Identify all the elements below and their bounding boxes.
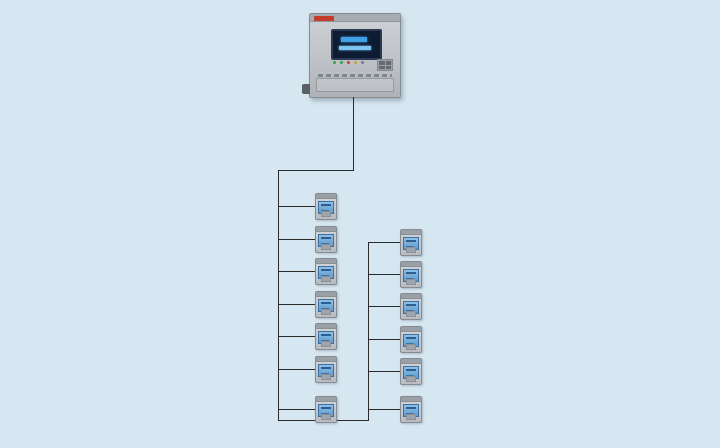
gas-detector-right-4 — [400, 326, 422, 353]
wire-segment — [369, 306, 400, 307]
detector-foot — [321, 414, 331, 420]
wire-segment — [369, 242, 400, 243]
detector-cap — [401, 359, 421, 364]
gas-detector-left-7 — [315, 396, 337, 423]
key-icon — [385, 65, 391, 69]
gas-detector-right-2 — [400, 261, 422, 288]
gas-detector-left-5 — [315, 323, 337, 350]
detector-foot — [321, 211, 331, 217]
wire-segment — [278, 170, 279, 421]
detector-cap — [316, 292, 336, 297]
wire-segment — [279, 304, 315, 305]
led-fault-icon — [354, 61, 357, 64]
key-icon — [379, 65, 385, 69]
detector-cap — [316, 397, 336, 402]
detector-foot — [321, 341, 331, 347]
lower-panel — [316, 78, 394, 92]
wire-segment — [368, 242, 369, 421]
detector-cap — [316, 194, 336, 199]
wire-segment — [279, 336, 315, 337]
wire-segment — [278, 170, 354, 171]
key-icon — [379, 61, 385, 65]
gas-detector-left-6 — [315, 356, 337, 383]
lcd-digits-row1 — [341, 37, 367, 42]
lcd-digits-row2 — [339, 46, 371, 50]
key-icon — [385, 61, 391, 65]
detector-foot — [406, 279, 416, 285]
detector-foot — [406, 311, 416, 317]
detector-foot — [321, 276, 331, 282]
lcd-display — [331, 29, 382, 60]
detector-screen — [403, 237, 419, 250]
gas-detector-left-1 — [315, 193, 337, 220]
wire-segment — [279, 271, 315, 272]
detector-cap — [401, 397, 421, 402]
detector-foot — [406, 247, 416, 253]
detector-foot — [406, 376, 416, 382]
gas-detector-right-1 — [400, 229, 422, 256]
led-mute-icon — [361, 61, 364, 64]
led-power-icon — [333, 61, 336, 64]
wire-segment — [369, 274, 400, 275]
wire-segment — [279, 409, 315, 410]
wire-segment — [369, 371, 400, 372]
gas-detector-right-5 — [400, 358, 422, 385]
gas-detector-left-4 — [315, 291, 337, 318]
wire-segment — [353, 97, 354, 170]
brand-logo — [314, 16, 334, 21]
detector-cap — [316, 324, 336, 329]
detector-foot — [321, 244, 331, 250]
led-alarm-icon — [347, 61, 350, 64]
detector-cap — [401, 230, 421, 235]
led-run-icon — [340, 61, 343, 64]
detector-screen — [318, 201, 334, 214]
gas-detector-left-2 — [315, 226, 337, 253]
side-horn — [302, 84, 310, 94]
detector-foot — [321, 374, 331, 380]
detector-foot — [406, 344, 416, 350]
keypad-buttons — [377, 59, 393, 71]
gas-detector-right-6 — [400, 396, 422, 423]
wire-segment — [279, 206, 315, 207]
gas-detector-left-3 — [315, 258, 337, 285]
detector-cap — [316, 357, 336, 362]
wire-segment — [279, 369, 315, 370]
status-led-row — [333, 61, 364, 64]
detector-cap — [316, 227, 336, 232]
wire-segment — [369, 409, 400, 410]
detector-cap — [401, 294, 421, 299]
detector-foot — [406, 414, 416, 420]
controller-top-strip — [310, 14, 400, 22]
wire-segment — [369, 339, 400, 340]
detector-cap — [316, 259, 336, 264]
detector-cap — [401, 262, 421, 267]
model-text-line — [318, 74, 392, 77]
wire-segment — [279, 239, 315, 240]
detector-cap — [401, 327, 421, 332]
controller — [302, 13, 401, 98]
detector-foot — [321, 309, 331, 315]
gas-detector-right-3 — [400, 293, 422, 320]
